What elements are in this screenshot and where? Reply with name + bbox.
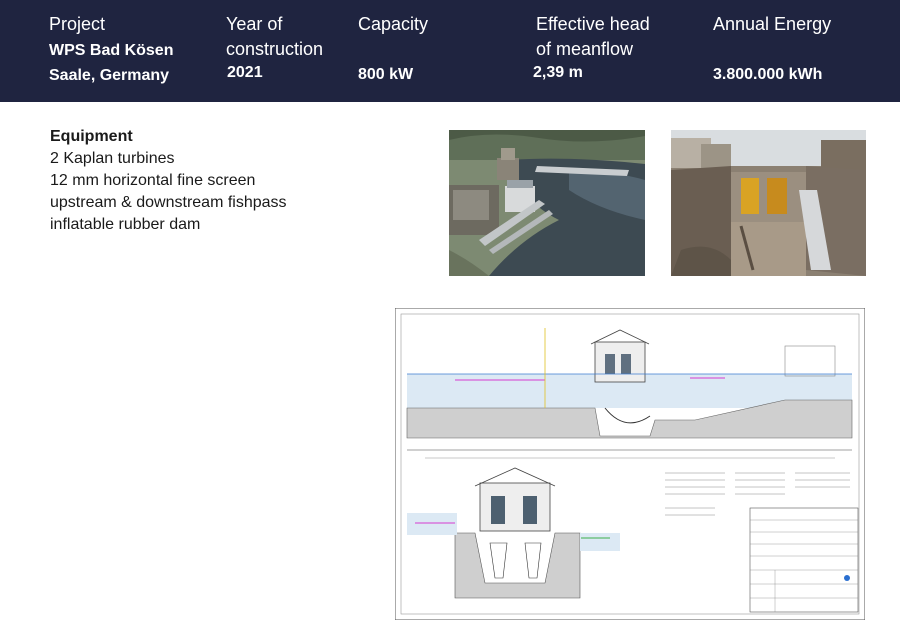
head-value: 2,39 m bbox=[533, 64, 583, 81]
project-name-line1: WPS Bad Kösen bbox=[49, 42, 174, 59]
capacity-label: Capacity bbox=[358, 14, 429, 34]
construction-photo bbox=[671, 130, 866, 276]
energy-value: 3.800.000 kWh bbox=[713, 66, 823, 83]
year-column: Year of construction 2021 bbox=[226, 12, 324, 81]
project-column: Project WPS Bad Kösen Saale, Germany bbox=[49, 12, 173, 87]
technical-drawing bbox=[395, 308, 865, 620]
project-label: Project bbox=[49, 14, 106, 34]
energy-label: Annual Energy bbox=[713, 14, 832, 34]
capacity-value: 800 kW bbox=[358, 66, 414, 83]
year-value: 2021 bbox=[227, 64, 263, 81]
project-name-line2: Saale, Germany bbox=[49, 67, 170, 84]
energy-column: Annual Energy 3.800.000 kWh bbox=[713, 12, 832, 83]
head-column: Effective head of meanflow 2,39 m bbox=[533, 12, 650, 81]
equipment-section: Equipment 2 Kaplan turbines 12 mm horizo… bbox=[50, 126, 287, 236]
equipment-item: 2 Kaplan turbines bbox=[50, 150, 175, 167]
capacity-column: Capacity 800 kW bbox=[358, 12, 429, 83]
aerial-photo bbox=[449, 130, 645, 276]
equipment-title: Equipment bbox=[50, 128, 133, 145]
equipment-item: 12 mm horizontal fine screen bbox=[50, 172, 256, 189]
year-label-line1: Year of bbox=[226, 14, 283, 34]
equipment-item: inflatable rubber dam bbox=[50, 216, 201, 233]
header-banner: Project WPS Bad Kösen Saale, Germany Yea… bbox=[0, 0, 900, 102]
year-label-line2: construction bbox=[226, 39, 324, 59]
head-label-line2: of meanflow bbox=[536, 39, 634, 59]
head-label-line1: Effective head bbox=[536, 14, 650, 34]
equipment-item: upstream & downstream fishpass bbox=[50, 194, 287, 211]
